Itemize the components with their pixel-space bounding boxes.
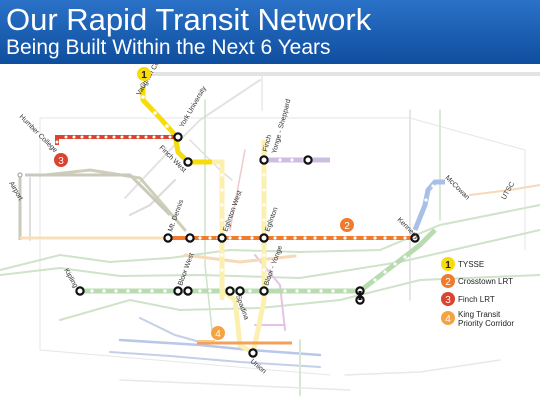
label-humber-college: Humber College [18,113,59,154]
legend: 1 TYSSE 2 Crosstown LRT 3 Finch LRT 4 Ki… [441,257,514,328]
label-eglinton: Eglinton [264,206,279,232]
station-airport [17,172,23,178]
label-union: Union [249,358,268,375]
svg-text:1: 1 [445,260,451,271]
title-banner: Our Rapid Transit Network Being Built Wi… [0,0,540,64]
background-network [0,74,540,396]
label-yonge-sheppard: Yonge - Sheppard [271,98,292,154]
bloor-stops [90,255,407,293]
station-union [248,348,258,358]
map-marker-1: 1 [137,67,151,81]
yonge-stops [220,158,435,272]
finch-stops [55,135,172,144]
svg-text:3: 3 [445,295,451,306]
tysse-stops [141,95,169,128]
station-eglinton-west [217,233,227,243]
svg-text:4: 4 [215,329,221,340]
legend-item-tysse: 1 TYSSE [441,257,484,271]
station-yonge-sheppard [303,155,313,165]
svg-text:Crosstown LRT: Crosstown LRT [458,277,513,286]
legend-item-king: 4 King Transit Priority Corridor [441,310,514,328]
label-eglinton-west: Eglinton West [222,190,243,233]
legend-item-finch: 3 Finch LRT [441,292,495,306]
svg-text:TYSSE: TYSSE [458,260,484,269]
svg-text:Finch LRT: Finch LRT [458,295,495,304]
west-corridor-line [18,173,172,240]
station-mt-dennis-2 [185,233,195,243]
station-spadina-2 [235,286,245,296]
yonge-line [190,140,267,357]
station-spadina-1 [225,286,235,296]
label-mccowan: McCowan [444,174,471,201]
king-corridor-line [197,340,292,345]
map-marker-2: 2 [340,218,354,232]
crosstown-lrt-line [20,236,415,240]
finch-lrt-line [55,135,178,145]
svg-text:3: 3 [58,156,64,167]
page-subtitle: Being Built Within the Next 6 Years [6,36,331,59]
station-kipling [75,286,85,296]
svg-text:2: 2 [344,221,350,232]
map-marker-3: 3 [54,153,68,167]
station-finch [259,155,269,165]
station-york-university [183,157,193,167]
svg-text:Priority Corridor: Priority Corridor [458,319,514,328]
map-marker-4: 4 [211,326,225,340]
svg-text:4: 4 [445,314,451,325]
station-bloor-west-2 [183,286,193,296]
label-york-university: York University [179,85,209,129]
station-kennedy [410,233,420,243]
station-vaughan [140,82,146,88]
scarborough-rt-line [412,179,445,231]
svg-text:1: 1 [141,70,147,81]
station-eglinton [259,233,269,243]
station-mt-dennis [163,233,173,243]
legend-item-crosstown: 2 Crosstown LRT [441,274,513,288]
svg-text:King Transit: King Transit [458,310,501,319]
interchange-stations [75,132,420,358]
station-finch-west [173,132,183,142]
station-bloor-west-1 [173,286,183,296]
svg-text:2: 2 [445,277,451,288]
station-bloor-yonge [259,286,269,296]
label-finch: Finch [262,134,273,152]
page-title: Our Rapid Transit Network [6,2,372,37]
